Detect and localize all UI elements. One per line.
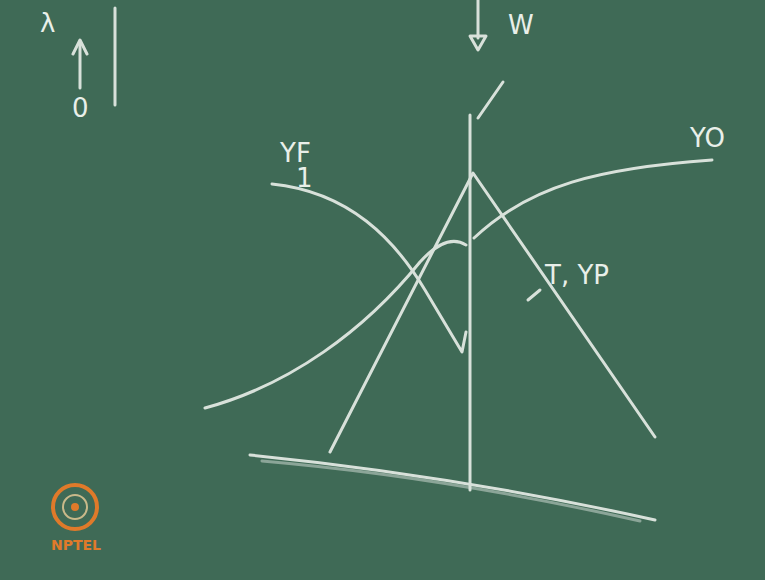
curve-label: YF bbox=[280, 140, 311, 166]
flame-sheet-line bbox=[469, 115, 472, 490]
axis-label: λ bbox=[40, 10, 55, 36]
board-line bbox=[114, 8, 117, 105]
leader-line bbox=[528, 290, 540, 300]
x-axis bbox=[250, 455, 655, 520]
nptel-logo bbox=[53, 485, 97, 529]
arrow-head bbox=[470, 36, 486, 50]
watermark: NPTEL bbox=[51, 538, 101, 552]
axis-label: 0 bbox=[72, 95, 89, 121]
oxidizer-fraction-curve bbox=[205, 241, 466, 408]
fuel-fraction-curve bbox=[272, 184, 466, 352]
flame-arrow bbox=[477, 0, 480, 38]
leader-line bbox=[478, 82, 503, 118]
value-label: 1 bbox=[296, 165, 313, 191]
x-axis bbox=[262, 461, 640, 521]
flame-label: W bbox=[508, 12, 534, 38]
axis-arrow bbox=[79, 42, 82, 88]
temperature-product-curve bbox=[330, 173, 655, 452]
arrow-head bbox=[73, 40, 87, 54]
curve-label: YO bbox=[690, 125, 725, 151]
curve-label: T, YP bbox=[545, 262, 609, 288]
